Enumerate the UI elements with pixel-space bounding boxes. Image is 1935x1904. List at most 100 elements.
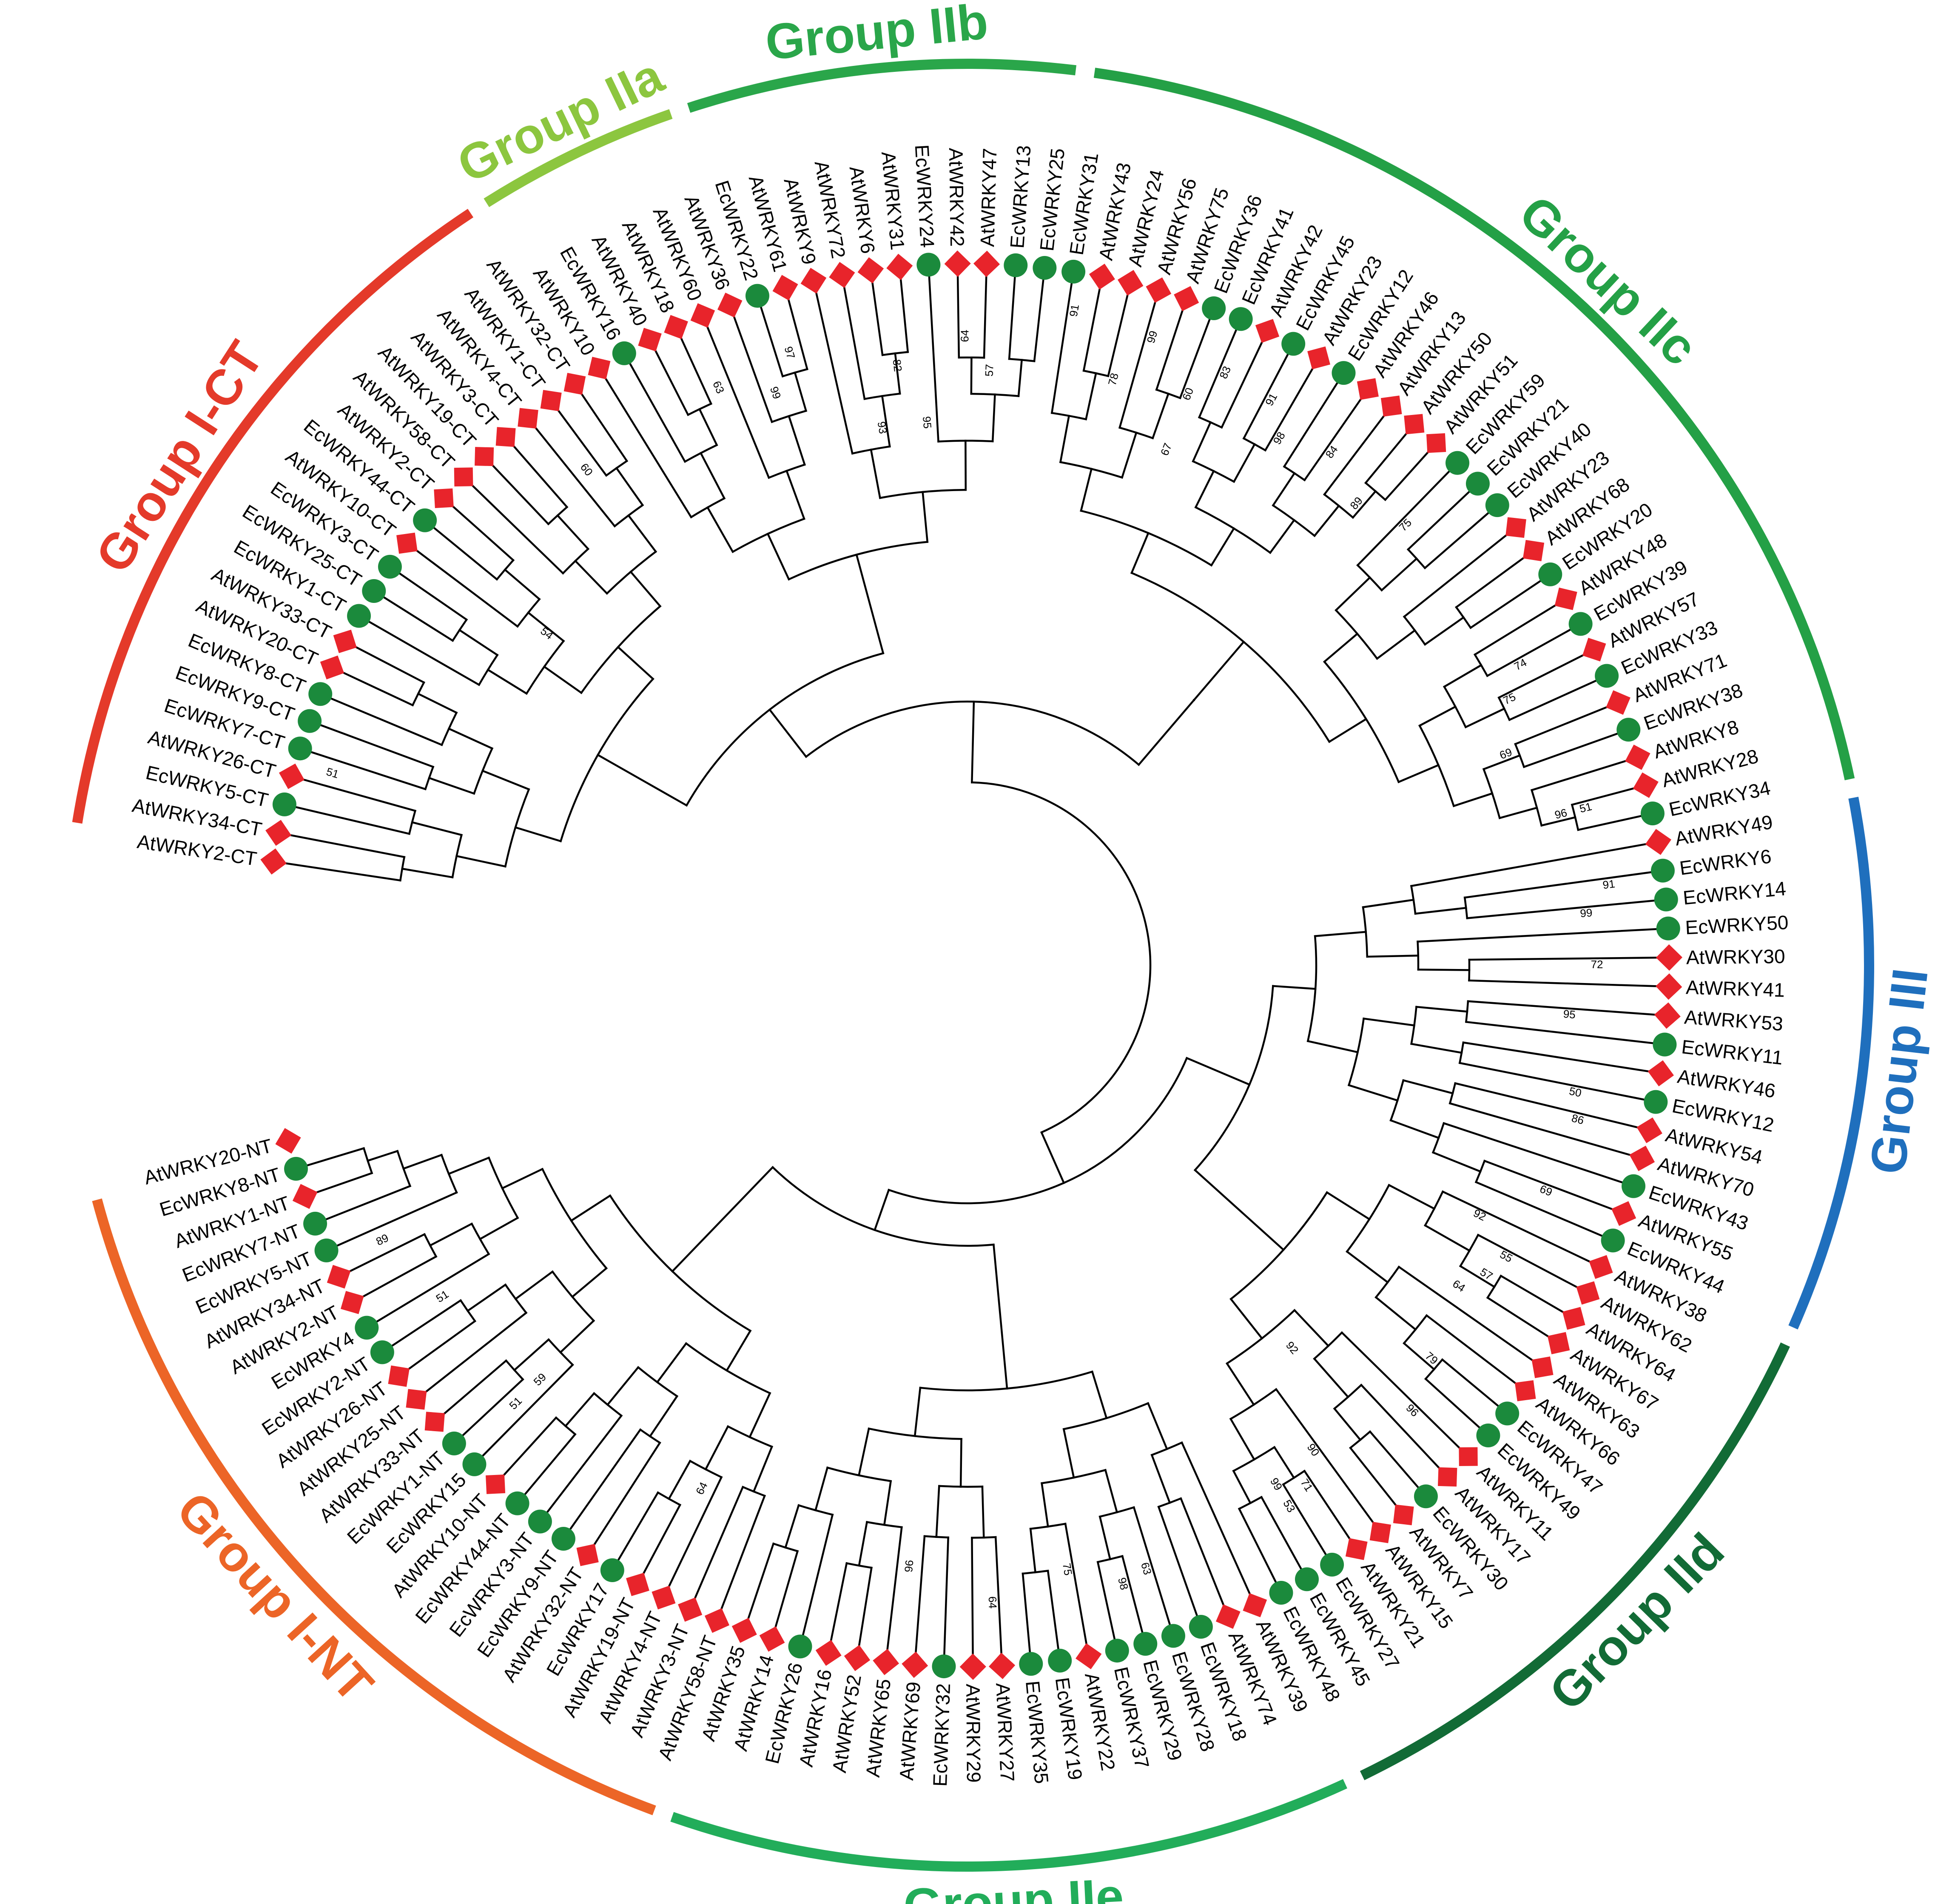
tree-branch <box>1571 786 1639 806</box>
ec-marker <box>600 1558 624 1583</box>
at-marker <box>944 250 971 277</box>
at-marker <box>1611 1201 1636 1226</box>
tree-branch <box>1179 315 1212 399</box>
at-marker <box>815 1640 842 1666</box>
at-marker <box>857 257 884 284</box>
tree-branch <box>351 644 425 684</box>
at-marker <box>1531 1356 1554 1378</box>
tree-arc <box>741 1486 766 1497</box>
tree-branch <box>1084 372 1097 421</box>
leaf-label: AtWRKY30 <box>1686 945 1785 969</box>
tree-branch <box>627 359 686 463</box>
tree-branch <box>606 1366 640 1406</box>
tree-arc <box>516 597 541 628</box>
tree-branch <box>1423 616 1465 646</box>
tree-branch <box>991 393 996 443</box>
tree-branch <box>1130 531 1150 574</box>
group-arc <box>92 1198 656 1816</box>
tree-branch <box>478 1216 519 1241</box>
tree-arc <box>451 618 468 642</box>
tree-branch <box>1362 898 1415 909</box>
bootstrap-value: 75 <box>1396 516 1414 534</box>
ec-marker <box>1189 1615 1213 1639</box>
leaf-label: AtWRKY27 <box>992 1682 1019 1782</box>
tree-branch <box>402 1154 443 1170</box>
tree-arc <box>609 1194 752 1332</box>
tree-branch <box>429 1222 473 1247</box>
tree-branch <box>678 333 713 405</box>
ec-marker <box>1019 1652 1043 1676</box>
tree-branch <box>1273 1446 1295 1479</box>
tree-branch <box>574 560 609 595</box>
leaf-label: EcWRKY11 <box>1680 1035 1784 1069</box>
at-marker <box>320 655 344 679</box>
tree-arc <box>580 605 662 694</box>
tree-branch <box>1464 707 1506 729</box>
leaf-label: AtWRKY6 <box>845 165 879 255</box>
ec-marker <box>1048 1648 1072 1673</box>
bootstrap-value: 78 <box>1106 372 1121 386</box>
tree-branch <box>870 448 881 499</box>
ec-marker <box>745 284 769 308</box>
tree-branch <box>894 352 901 395</box>
ec-marker <box>308 682 333 706</box>
tree-branch <box>857 1427 870 1477</box>
ec-marker <box>303 1211 327 1236</box>
ec-marker <box>442 1431 466 1455</box>
ec-marker <box>528 1509 552 1534</box>
tree-branch <box>629 570 662 608</box>
tree-branch <box>886 1526 903 1655</box>
tree-branch <box>1017 359 1023 397</box>
tree-branch <box>333 1191 458 1248</box>
tree-branch <box>1403 531 1511 618</box>
tree-branch <box>1389 1119 1440 1140</box>
ec-marker <box>916 253 941 277</box>
tree-branch <box>1133 1506 1172 1629</box>
at-marker <box>759 1626 785 1652</box>
at-marker <box>518 408 538 429</box>
tree-branch <box>692 1486 744 1603</box>
tree-arc <box>1465 1000 1469 1023</box>
tree-arc <box>1232 1446 1276 1472</box>
tree-branch <box>543 665 583 694</box>
ec-marker <box>1446 451 1470 475</box>
tree-branch <box>532 423 616 528</box>
tree-arc <box>1463 896 1468 919</box>
tree-arc <box>1059 461 1124 479</box>
tree-branch <box>1275 1388 1377 1527</box>
tree-branch <box>417 692 458 714</box>
leaf-label: AtWRKY31 <box>877 151 909 251</box>
at-marker <box>327 1265 351 1289</box>
tree-arc <box>1482 768 1501 819</box>
tree-branch <box>671 1166 774 1273</box>
at-marker <box>973 250 1000 277</box>
leaf-labels: AtWRKY2-CTAtWRKY34-CTEcWRKY5-CTAtWRKY26-… <box>131 144 1789 1787</box>
bootstrap-value: 96 <box>1554 806 1568 821</box>
tree-arc <box>826 1466 892 1482</box>
tree-arc <box>1192 460 1235 483</box>
at-marker <box>1554 587 1577 610</box>
ec-marker <box>1538 562 1562 586</box>
bootstrap-value: 86 <box>1570 1111 1585 1127</box>
ec-marker <box>932 1654 956 1679</box>
tree-arc <box>656 1491 682 1506</box>
ec-marker <box>284 1157 308 1181</box>
tree-branch <box>1022 1572 1031 1657</box>
tree-arc <box>504 788 530 868</box>
tree-arc <box>1389 1079 1405 1122</box>
group-arc <box>484 109 673 207</box>
tree-arc <box>487 1156 519 1219</box>
bootstrap-value: 99 <box>768 385 784 401</box>
bootstrap-value: 72 <box>1591 958 1603 971</box>
tree-branch <box>640 1503 682 1578</box>
at-marker <box>626 1572 649 1596</box>
tree-arc <box>685 652 885 807</box>
tree-branch <box>1185 1057 1251 1086</box>
at-marker <box>279 763 304 789</box>
bootstrap-value: 91 <box>1263 391 1280 408</box>
tree-arc <box>767 463 806 479</box>
tree-branch <box>1443 664 1483 688</box>
tree-branch <box>299 777 417 812</box>
tree-branch <box>421 1311 528 1395</box>
